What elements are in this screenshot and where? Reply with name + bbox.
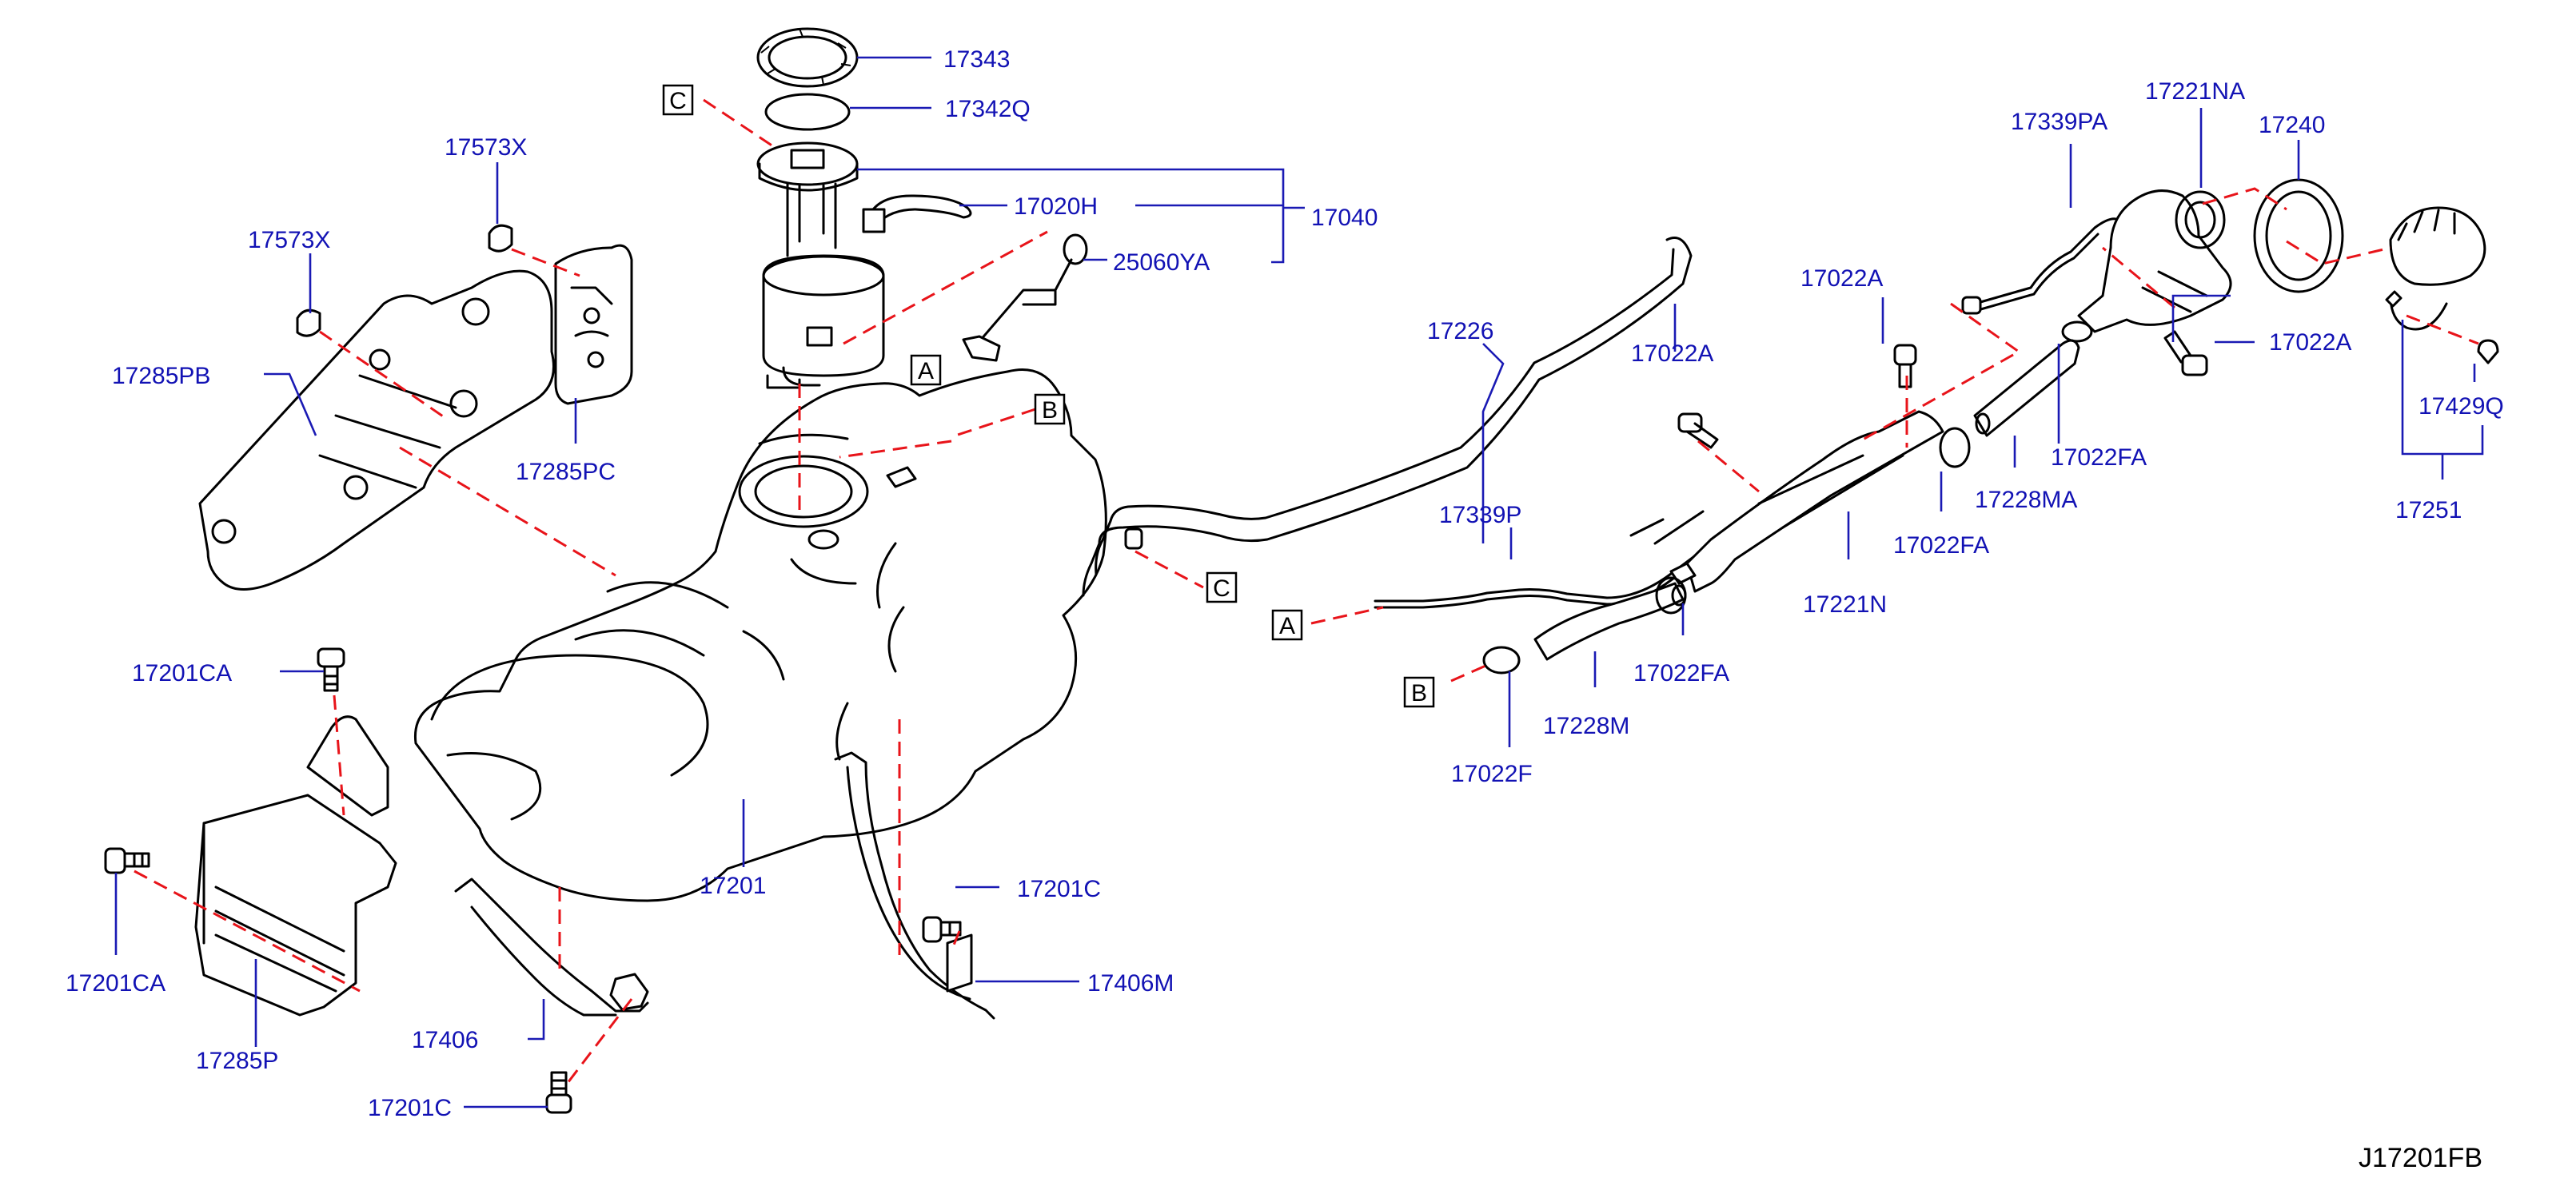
strap-17406m-part <box>834 751 995 1020</box>
lock-ring-part <box>756 27 859 88</box>
callout-17240[interactable]: 17240 <box>2259 112 2325 138</box>
tube-17339pa-part <box>1961 217 2144 315</box>
tether-clip-part <box>2477 339 2499 364</box>
diagram-code: J17201FB <box>2359 1143 2482 1173</box>
ref-letter: A <box>918 358 934 384</box>
callout-17040[interactable]: 17040 <box>1311 205 1378 231</box>
bolt-17022a-b-part <box>1893 344 1917 388</box>
ref-letter: A <box>1279 613 1295 639</box>
callout-17022a-mid[interactable]: 17022A <box>1800 265 1883 292</box>
ref-box-b-tank: B <box>1034 393 1066 425</box>
callout-17201c-lower[interactable]: 17201C <box>368 1095 452 1121</box>
ref-box-a-pipe: A <box>1271 609 1303 641</box>
ref-box-c-pipe: C <box>1206 571 1238 603</box>
callout-17342q[interactable]: 17342Q <box>945 96 1031 122</box>
bracket-pc-part <box>554 244 633 405</box>
callout-17285pb[interactable]: 17285PB <box>112 363 210 389</box>
ref-box-a-tank: A <box>910 354 942 386</box>
hose-17228ma-part <box>1973 339 2080 437</box>
heat-shield-pb-part <box>198 269 555 591</box>
callout-17201[interactable]: 17201 <box>700 873 766 899</box>
sender-unit-part <box>962 233 1088 362</box>
fuel-pump-module-part <box>756 141 885 389</box>
callout-17022fa-right[interactable]: 17022FA <box>2051 444 2147 471</box>
callout-17228ma[interactable]: 17228MA <box>1975 487 2077 513</box>
callout-17228m[interactable]: 17228M <box>1543 713 1629 739</box>
ref-box-b-hose: B <box>1403 676 1435 708</box>
clamp-17022fa-b-part <box>1939 427 1971 468</box>
callout-17343[interactable]: 17343 <box>943 46 1010 73</box>
callout-25060ya[interactable]: 25060YA <box>1113 249 1210 276</box>
callout-17201ca-upper[interactable]: 17201CA <box>132 660 232 687</box>
ref-letter: C <box>1213 575 1230 602</box>
callout-17201ca-left[interactable]: 17201CA <box>66 970 165 997</box>
callout-17226[interactable]: 17226 <box>1427 318 1493 344</box>
ref-box-c-top: C <box>662 84 694 116</box>
callout-17406m[interactable]: 17406M <box>1087 970 1174 997</box>
callout-17573x-lower[interactable]: 17573X <box>248 227 330 253</box>
clamp-17022fa-c-part <box>2061 320 2093 343</box>
bolt-17201ca-upper-part <box>317 647 345 692</box>
leader-lines <box>114 56 2484 1108</box>
strap-17406-part <box>454 878 649 1017</box>
dashed-connectors <box>134 98 2479 1084</box>
filler-tube-part <box>1629 410 1944 593</box>
callout-17221na[interactable]: 17221NA <box>2145 78 2245 105</box>
callout-17221n[interactable]: 17221N <box>1803 591 1887 618</box>
fuel-cap-part <box>2385 206 2486 331</box>
callout-17022a-left[interactable]: 17022A <box>1631 340 1713 367</box>
callout-17251[interactable]: 17251 <box>2395 497 2462 523</box>
part-callouts: 17343 17342Q 17040 17020H 25060YA 17573X… <box>66 46 2504 1121</box>
callout-17022f[interactable]: 17022F <box>1451 761 1533 787</box>
harness-clip-part <box>862 194 972 233</box>
callout-17022fa-mid[interactable]: 17022FA <box>1893 532 1989 559</box>
callout-17201c-upper[interactable]: 17201C <box>1017 876 1101 902</box>
callout-17339pa[interactable]: 17339PA <box>2011 109 2107 135</box>
callout-17573x-upper[interactable]: 17573X <box>445 134 527 161</box>
clamp-17022fa-a-part <box>1655 576 1687 615</box>
bolt-17022a-a-part <box>1677 412 1719 449</box>
clip-17573x-lower-part <box>296 308 321 337</box>
callout-17022a-right[interactable]: 17022A <box>2269 329 2351 356</box>
fuel-tank-part <box>413 368 1107 902</box>
callout-17429q[interactable]: 17429Q <box>2418 393 2504 420</box>
filler-neck-part <box>2077 189 2232 333</box>
callout-17285pc[interactable]: 17285PC <box>516 459 616 485</box>
ref-letter: B <box>1042 397 1058 424</box>
bolt-17201ca-left-part <box>104 847 150 874</box>
ref-letter: B <box>1411 680 1427 706</box>
callout-17339p[interactable]: 17339P <box>1439 502 1521 528</box>
callout-17022fa-left[interactable]: 17022FA <box>1633 660 1729 687</box>
callout-17406[interactable]: 17406 <box>412 1027 478 1053</box>
bolt-17201c-upper-part <box>922 916 962 943</box>
clip-17573x-upper-part <box>488 224 513 253</box>
clamp-17022f-part <box>1482 646 1521 675</box>
bolt-17201c-lower-part <box>545 1071 572 1114</box>
bolt-17022a-c-part <box>2163 330 2208 376</box>
ref-letter: C <box>669 88 687 114</box>
o-ring-part <box>764 93 851 131</box>
callout-17285p[interactable]: 17285P <box>196 1048 278 1074</box>
callout-17020h[interactable]: 17020H <box>1014 193 1098 220</box>
vent-tube-part <box>1082 237 1693 597</box>
heat-shield-p-part <box>194 715 397 1017</box>
hose-17228m-part <box>1533 582 1687 661</box>
